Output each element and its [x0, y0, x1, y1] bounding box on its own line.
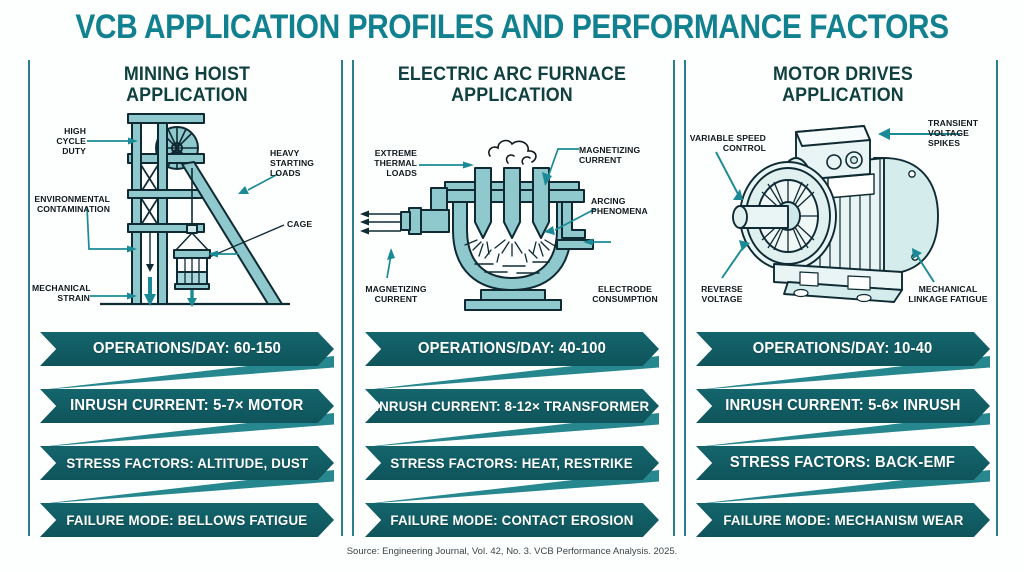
page-title: VCB APPLICATION PROFILES AND PERFORMANCE…	[75, 8, 949, 46]
banner-group-electric-arc-furnace: OPERATIONS/DAY: 40-100 INRUSH CURRENT: 8…	[357, 332, 667, 537]
banner-label: OPERATIONS/DAY: 40-100	[417, 340, 607, 357]
banner-operations-day[interactable]: OPERATIONS/DAY: 60-150	[40, 332, 334, 366]
callout-heavy-starting-loads: HEAVY STARTING LOADS	[270, 148, 315, 179]
callout-electrode-consumption: ELECTRODE CONSUMPTION	[592, 284, 658, 305]
callout-arcing-phenomena: ARCING PHENOMENA	[591, 196, 648, 217]
callout-high-cycle-duty: HIGH CYCLE DUTY	[56, 126, 86, 157]
banner-operations-day[interactable]: OPERATIONS/DAY: 10-40	[696, 332, 990, 366]
column-electric-arc-furnace: ELECTRIC ARC FURNACE APPLICATION	[357, 60, 667, 538]
banner-label: STRESS FACTORS: HEAT, RESTRIKE	[390, 455, 634, 471]
banner-label: INRUSH CURRENT: 5-6× INRUSH	[725, 397, 961, 414]
banner-label: FAILURE MODE: BELLOWS FATIGUE	[66, 512, 308, 528]
column-heading-line2: APPLICATION	[782, 85, 904, 107]
banner-group-motor-drives: OPERATIONS/DAY: 10-40 INRUSH CURRENT: 5-…	[688, 332, 998, 537]
callout-cage: CAGE	[287, 219, 313, 229]
divider-left-edge	[28, 60, 30, 536]
banner-operations-day[interactable]: OPERATIONS/DAY: 40-100	[365, 332, 659, 366]
column-motor-drives: MOTOR DRIVES APPLICATION	[688, 60, 998, 538]
banner-label: OPERATIONS/DAY: 10-40	[753, 340, 933, 357]
banner-inrush-current[interactable]: INRUSH CURRENT: 8-12× TRANSFORMER	[365, 389, 659, 423]
banner-label: INRUSH CURRENT: 8-12× TRANSFORMER	[374, 398, 650, 414]
callout-extreme-thermal-loads: EXTREME THERMAL LOADS	[374, 148, 417, 179]
banner-group-mining-hoist: OPERATIONS/DAY: 60-150 INRUSH CURRENT: 5…	[32, 332, 342, 537]
banner-wrap: FAILURE MODE: CONTACT EROSION	[357, 503, 667, 549]
banner-failure-mode[interactable]: FAILURE MODE: MECHANISM WEAR	[696, 503, 990, 537]
source-citation: Source: Engineering Journal, Vol. 42, No…	[346, 546, 678, 557]
mining-hoist-illustration: HIGH CYCLE DUTY HEAVY STARTING LOADS ENV…	[32, 112, 342, 322]
banner-label: STRESS FACTORS: ALTITUDE, DUST	[66, 455, 308, 471]
banner-stress-factors[interactable]: STRESS FACTORS: HEAT, RESTRIKE	[365, 446, 659, 480]
divider-col3-left	[684, 60, 686, 536]
banner-failure-mode[interactable]: FAILURE MODE: BELLOWS FATIGUE	[40, 503, 334, 537]
banner-label: STRESS FACTORS: BACK-EMF	[730, 454, 956, 471]
banner-wrap: STRESS FACTORS: BACK-EMF	[688, 446, 998, 504]
column-heading: MINING HOIST APPLICATION	[41, 64, 332, 107]
divider-col1-right	[341, 60, 343, 536]
banner-wrap: FAILURE MODE: BELLOWS FATIGUE	[32, 503, 342, 549]
divider-right-edge	[996, 60, 998, 536]
banner-wrap: STRESS FACTORS: ALTITUDE, DUST	[32, 446, 342, 504]
callout-mechanical-strain: MECHANICAL STRAIN	[32, 283, 91, 304]
banner-wrap: INRUSH CURRENT: 5-6× INRUSH	[688, 389, 998, 447]
banner-wrap: FAILURE MODE: MECHANISM WEAR	[688, 503, 998, 549]
column-mining-hoist: MINING HOIST APPLICATION	[32, 60, 342, 538]
banner-wrap: STRESS FACTORS: HEAT, RESTRIKE	[357, 446, 667, 504]
electric-arc-furnace-illustration: EXTREME THERMAL LOADS MAGNETIZING CURREN…	[357, 112, 667, 322]
banner-failure-mode[interactable]: FAILURE MODE: CONTACT EROSION	[365, 503, 659, 537]
column-heading: MOTOR DRIVES APPLICATION	[697, 64, 988, 107]
banner-label: INRUSH CURRENT: 5-7× MOTOR	[70, 397, 304, 414]
banner-label: FAILURE MODE: MECHANISM WEAR	[722, 512, 964, 528]
callout-magnetizing-current-bottom: MAGNETIZING CURRENT	[365, 284, 427, 305]
callout-variable-speed-control: VARIABLE SPEED CONTROL	[689, 133, 766, 154]
callout-mechanical-linkage-fatigue: MECHANICAL LINKAGE FATIGUE	[908, 284, 988, 305]
column-heading-line1: MOTOR DRIVES	[773, 64, 913, 85]
banner-wrap: INRUSH CURRENT: 8-12× TRANSFORMER	[357, 389, 667, 447]
banner-wrap: OPERATIONS/DAY: 40-100	[357, 332, 667, 390]
column-heading-line2: APPLICATION	[451, 85, 573, 107]
callout-reverse-voltage: REVERSE VOLTAGE	[701, 284, 743, 305]
column-heading-line1: MINING HOIST	[123, 64, 251, 85]
callout-transient-voltage-spikes: TRANSIENT VOLTAGE SPIKES	[928, 118, 979, 149]
divider-col2-left	[352, 60, 354, 536]
column-heading: ELECTRIC ARC FURNACE APPLICATION	[366, 64, 657, 107]
electric-motor-illustration: VARIABLE SPEED CONTROL TRANSIENT VOLTAGE…	[688, 112, 998, 322]
callout-magnetizing-current-top: MAGNETIZING CURRENT	[579, 145, 641, 166]
banner-wrap: OPERATIONS/DAY: 10-40	[688, 332, 998, 390]
column-heading-line1: ELECTRIC ARC FURNACE	[397, 64, 627, 85]
banner-inrush-current[interactable]: INRUSH CURRENT: 5-6× INRUSH	[696, 389, 990, 423]
column-heading-line2: APPLICATION	[126, 85, 248, 107]
banner-wrap: OPERATIONS/DAY: 60-150	[32, 332, 342, 390]
banner-stress-factors[interactable]: STRESS FACTORS: ALTITUDE, DUST	[40, 446, 334, 480]
banner-label: FAILURE MODE: CONTACT EROSION	[390, 512, 634, 528]
banner-inrush-current[interactable]: INRUSH CURRENT: 5-7× MOTOR	[40, 389, 334, 423]
banner-label: OPERATIONS/DAY: 60-150	[92, 340, 282, 357]
banner-wrap: INRUSH CURRENT: 5-7× MOTOR	[32, 389, 342, 447]
banner-stress-factors[interactable]: STRESS FACTORS: BACK-EMF	[696, 446, 990, 480]
divider-col2-right	[673, 60, 675, 536]
callout-environmental-contamination: ENVIRONMENTAL CONTAMINATION	[34, 194, 110, 215]
